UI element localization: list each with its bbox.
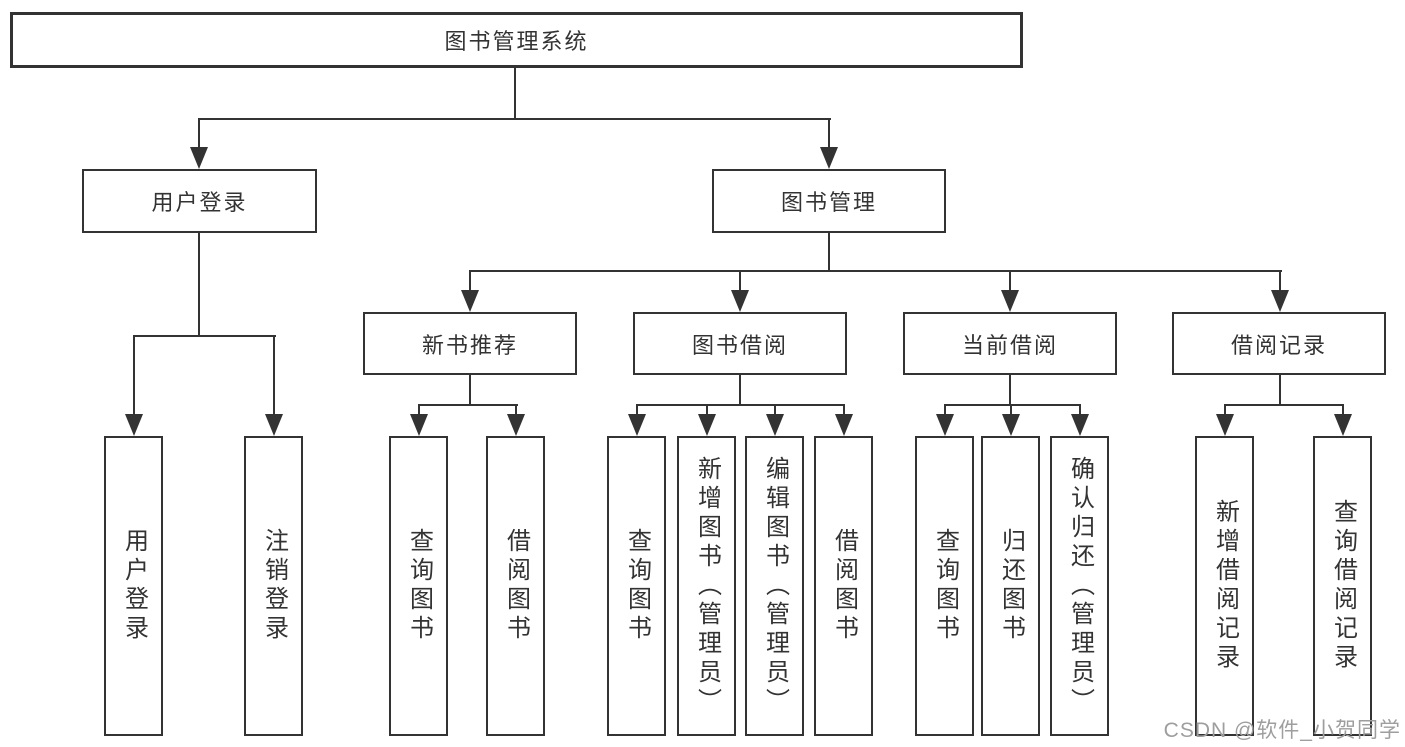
connector-stub-leaf [1342,406,1344,416]
leaf-borrow-books-label: 借阅图书 [830,528,858,644]
node-book-borrow: 图书借阅 [633,312,847,375]
arrow-down-icon [265,414,283,436]
connector-book-borrow-horizontal [636,404,845,406]
connector-new-book-horizontal [418,404,518,406]
leaf-confirm-return-admin: 确认归还（管理员） [1050,436,1109,736]
connector-stub-leaf [418,406,420,416]
leaf-query-books: 查询图书 [389,436,448,736]
node-user-login: 用户登录 [82,169,317,233]
leaf-logout-label: 注销登录 [260,528,288,644]
leaf-query-books-label: 查询图书 [931,528,959,644]
arrow-down-icon [1271,290,1289,312]
connector-stub-leaf [636,406,638,416]
leaf-borrow-books: 借阅图书 [486,436,545,736]
connector-new-book-drop [469,373,471,406]
node-current-borrow: 当前借阅 [903,312,1117,375]
arrow-down-icon [1071,414,1089,436]
node-new-book-recommend-label: 新书推荐 [421,332,518,358]
connector-stub-new-book [469,272,471,292]
arrow-down-icon [125,414,143,436]
node-library-system: 图书管理系统 [10,12,1023,68]
leaf-query-books: 查询图书 [915,436,974,736]
leaf-edit-books-admin-label: 编辑图书（管理员） [761,455,789,717]
connector-book-management-drop [828,231,830,272]
leaf-query-books-label: 查询图书 [405,528,433,644]
arrow-down-icon [731,290,749,312]
leaf-borrow-books-label: 借阅图书 [502,528,530,644]
connector-level1-horizontal [198,118,831,120]
leaf-query-books: 查询图书 [607,436,666,736]
leaf-add-books-admin-label: 新增图书（管理员） [693,455,721,717]
connector-stub-leaf [1224,406,1226,416]
arrow-down-icon [461,290,479,312]
leaf-logout: 注销登录 [244,436,303,736]
arrow-down-icon [628,414,646,436]
connector-current-borrow-horizontal [944,404,1081,406]
arrow-down-icon [698,414,716,436]
leaf-confirm-return-admin-label: 确认归还（管理员） [1066,455,1094,717]
leaf-edit-books-admin: 编辑图书（管理员） [745,436,804,736]
leaf-user-login: 用户登录 [104,436,163,736]
connector-borrow-records-horizontal [1224,404,1344,406]
connector-stub-leaf [515,406,517,416]
arrow-down-icon [820,147,838,169]
connector-stub-book-management [828,120,830,150]
node-user-login-label: 用户登录 [151,190,248,215]
connector-stub-book-borrow [739,272,741,292]
node-borrow-records: 借阅记录 [1172,312,1386,375]
arrow-down-icon [410,414,428,436]
arrow-down-icon [1216,414,1234,436]
connector-stub-leaf [706,406,708,416]
leaf-user-login-label: 用户登录 [120,528,148,644]
arrow-down-icon [1002,414,1020,436]
connector-stub-leaf [774,406,776,416]
leaf-add-borrow-record-label: 新增借阅记录 [1211,499,1239,673]
node-borrow-records-label: 借阅记录 [1230,332,1327,358]
arrow-down-icon [835,414,853,436]
arrow-down-icon [507,414,525,436]
leaf-query-borrow-record-label: 查询借阅记录 [1329,499,1357,673]
node-book-borrow-label: 图书借阅 [691,332,788,358]
node-new-book-recommend: 新书推荐 [363,312,577,375]
leaf-return-books: 归还图书 [981,436,1040,736]
connector-root-drop [514,66,516,119]
arrow-down-icon [1334,414,1352,436]
node-library-system-label: 图书管理系统 [444,29,589,54]
leaf-add-books-admin: 新增图书（管理员） [677,436,736,736]
leaf-return-books-label: 归还图书 [997,528,1025,644]
leaf-borrow-books: 借阅图书 [814,436,873,736]
connector-book-borrow-drop [739,373,741,406]
connector-current-borrow-drop [1009,373,1011,406]
connector-stub-leaf [1010,406,1012,416]
node-book-management-label: 图书管理 [780,190,877,215]
connector-level3-horizontal [469,270,1282,272]
leaf-query-books-label: 查询图书 [623,528,651,644]
connector-stub-leaf [843,406,845,416]
csdn-watermark: CSDN @软件_小贺同学 [1163,719,1401,742]
connector-stub-leaf [944,406,946,416]
leaf-query-borrow-record: 查询借阅记录 [1313,436,1372,736]
connector-user-login-drop [198,231,200,336]
connector-stub-leaf [273,337,275,416]
connector-borrow-records-drop [1279,373,1281,406]
connector-stub-user-login [198,120,200,150]
connector-stub-leaf [133,337,135,416]
leaf-add-borrow-record: 新增借阅记录 [1195,436,1254,736]
arrow-down-icon [766,414,784,436]
arrow-down-icon [1001,290,1019,312]
connector-user-login-horizontal [133,335,276,337]
connector-stub-borrow-records [1279,272,1281,292]
node-current-borrow-label: 当前借阅 [961,332,1058,358]
connector-stub-current-borrow [1009,272,1011,292]
arrow-down-icon [936,414,954,436]
arrow-down-icon [190,147,208,169]
node-book-management: 图书管理 [712,169,946,233]
connector-stub-leaf [1079,406,1081,416]
